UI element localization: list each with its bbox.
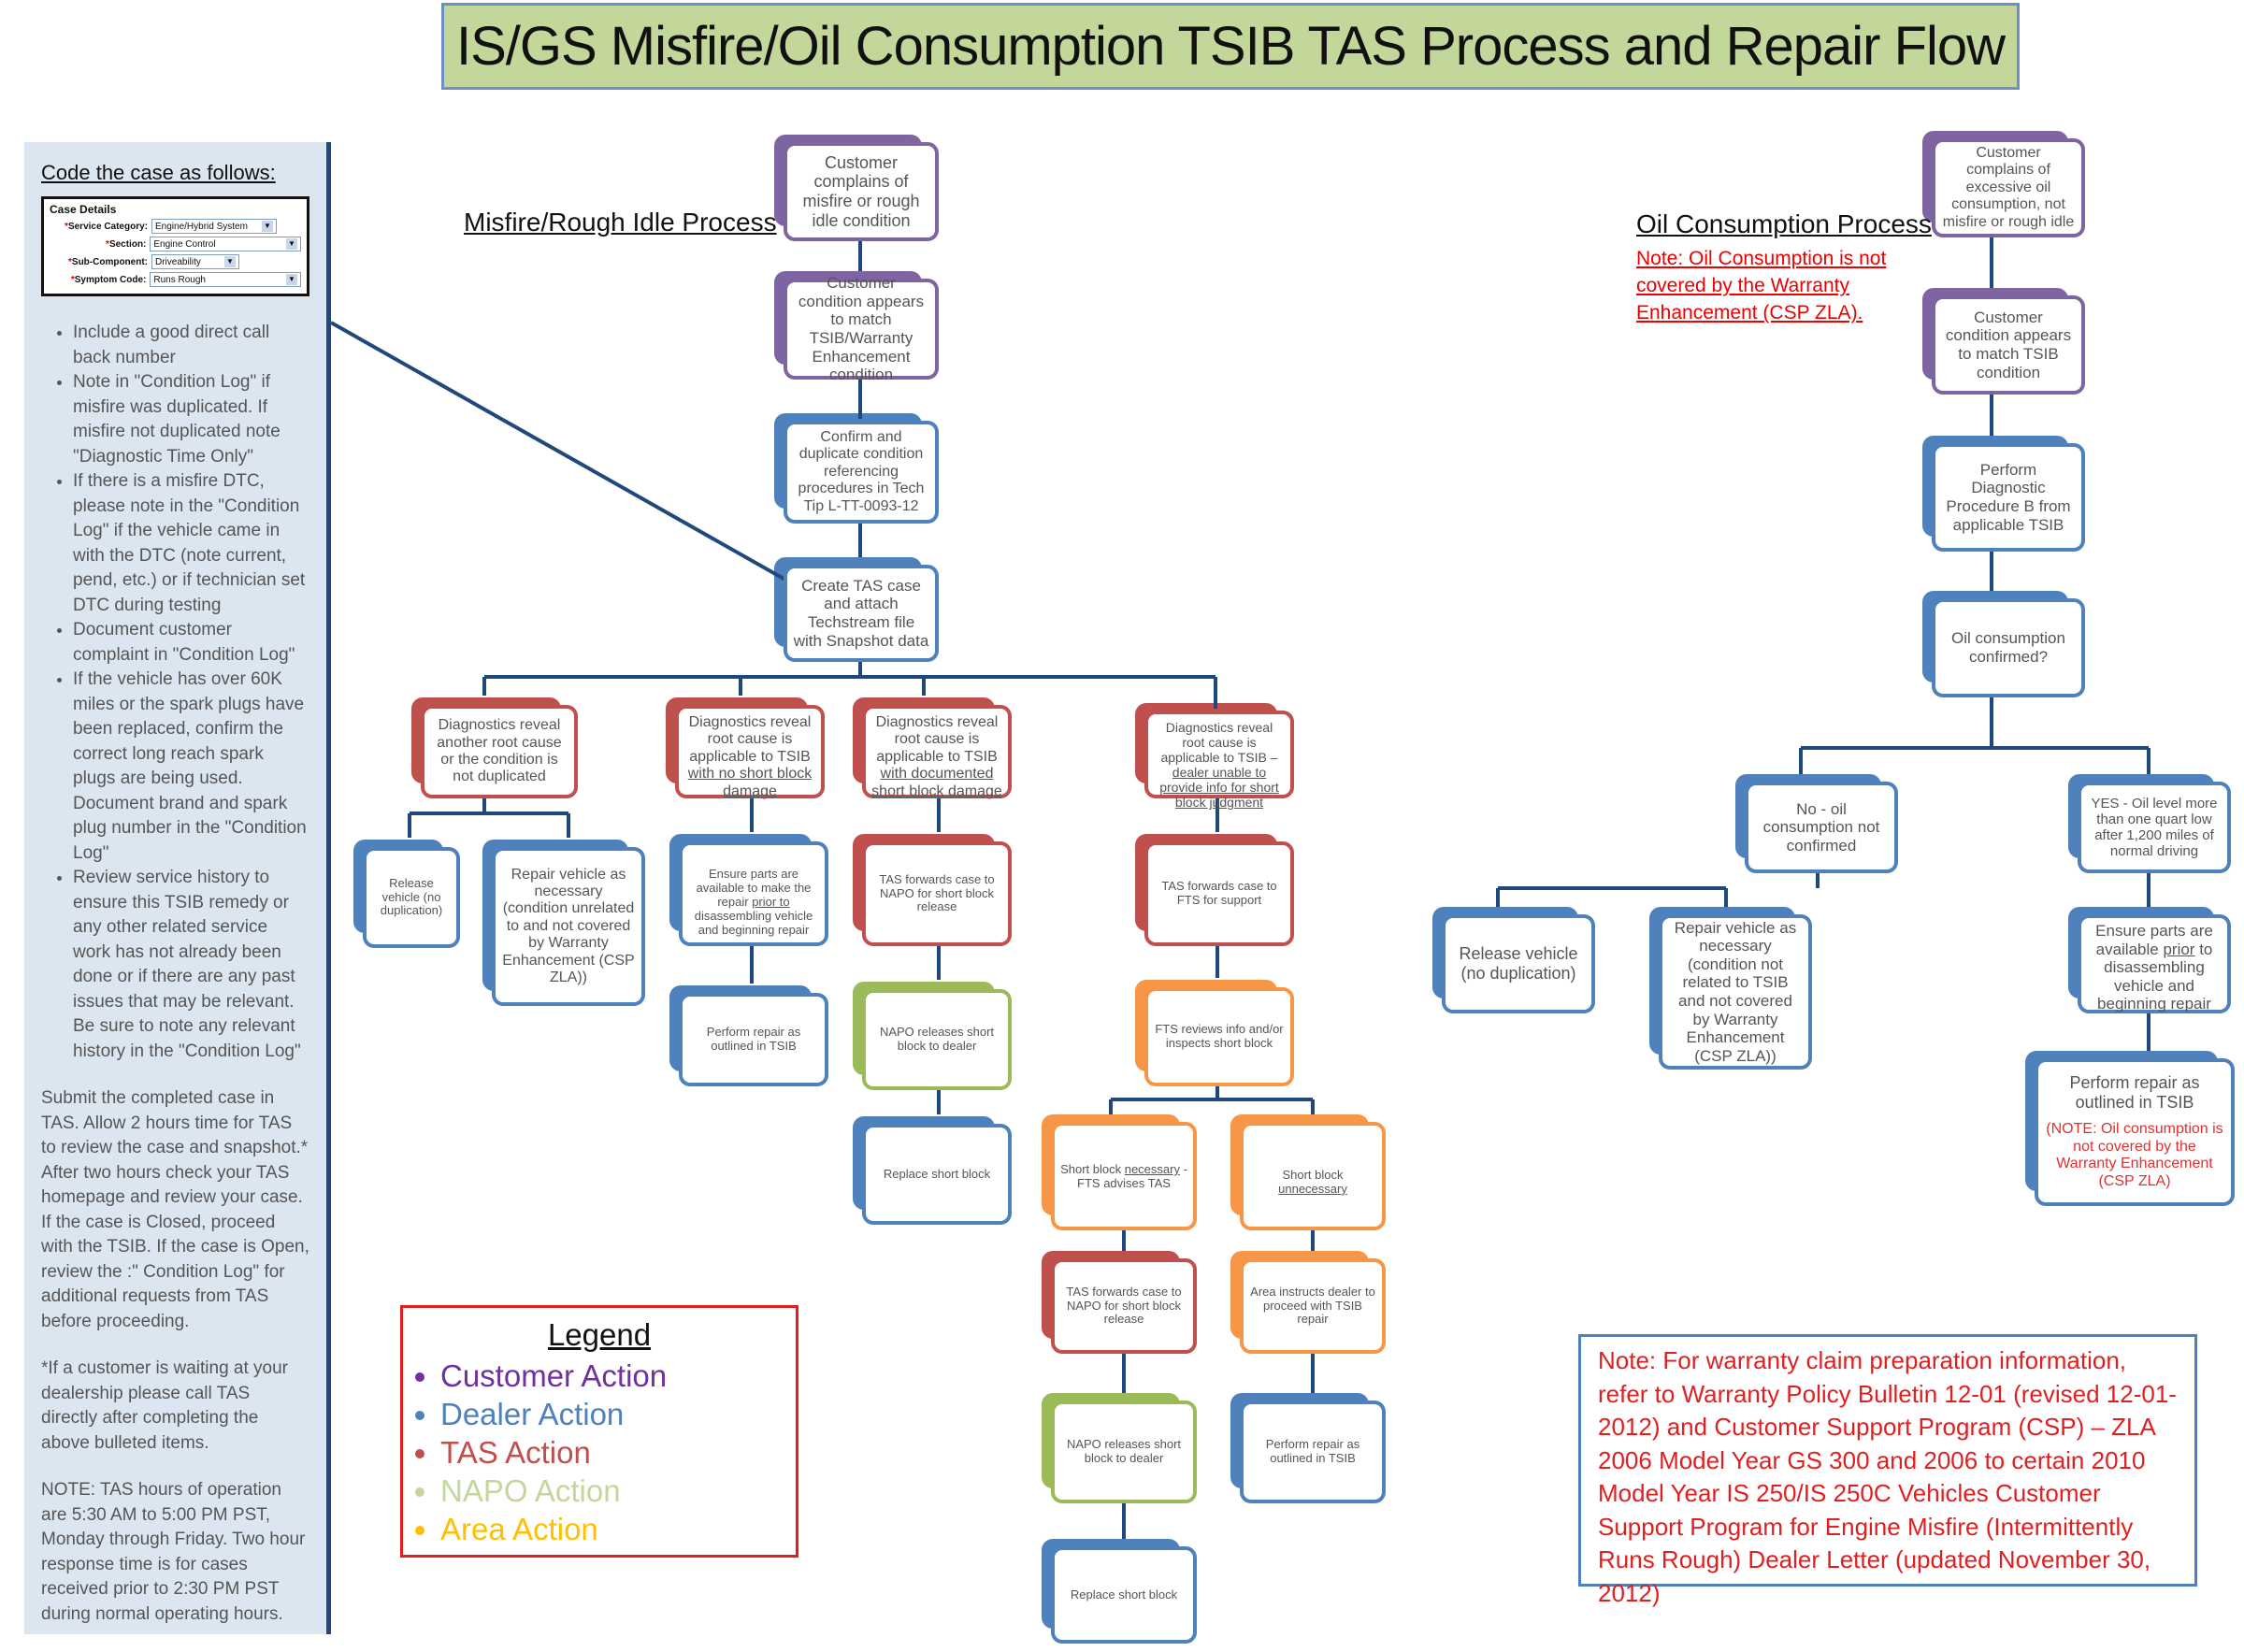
perform-repair-tsib-1: Perform repair as outlined in TSIB xyxy=(669,985,828,1086)
oil-release-vehicle: Release vehicle (no duplication) xyxy=(1432,907,1595,1013)
case-row-section: *Section: Engine Control▼ xyxy=(50,237,301,251)
legend-item-customer-action: Customer Action xyxy=(440,1357,796,1395)
diag-documented-short-block-damage: Diagnostics reveal root cause is applica… xyxy=(853,697,1012,799)
list-item: If the vehicle has over 60K miles or the… xyxy=(73,668,309,866)
sub-component-select[interactable]: Driveability▼ xyxy=(151,254,239,269)
oil-not-confirmed: No - oil consumption not confirmed xyxy=(1735,774,1898,873)
replace-short-block-2: Replace short block xyxy=(1042,1539,1197,1644)
oil-perform-repair-note: (NOTE: Oil consumption is not covered by… xyxy=(2046,1121,2223,1189)
symptom-code-select[interactable]: Runs Rough▼ xyxy=(150,272,301,287)
list-item: If there is a misfire DTC, please note i… xyxy=(73,469,309,618)
oil-perform-repair-tsib: Perform repair as outlined in TSIB(NOTE:… xyxy=(2025,1051,2235,1206)
page-title: IS/GS Misfire/Oil Consumption TSIB TAS P… xyxy=(441,3,2020,90)
legend: Legend Customer Action Dealer Action TAS… xyxy=(400,1305,798,1558)
napo-releases-short-block-1: NAPO releases short block to dealer xyxy=(853,982,1012,1090)
misfire-customer-complains: Customer complains of misfire or rough i… xyxy=(774,135,939,241)
warranty-claim-note: Note: For warranty claim preparation inf… xyxy=(1578,1334,2197,1607)
case-row-service-category: *Service Category: Engine/Hybrid System▼ xyxy=(50,219,301,234)
misfire-create-tas-case: Create TAS case and attach Techstream fi… xyxy=(774,557,939,662)
service-category-select[interactable]: Engine/Hybrid System▼ xyxy=(151,219,277,234)
case-details-form: Case Details *Service Category: Engine/H… xyxy=(41,196,309,296)
case-row-sub-component: *Sub-Component: Driveability▼ xyxy=(50,254,301,269)
chevron-down-icon: ▼ xyxy=(224,256,236,267)
case-coding-sidebar: Code the case as follows: Case Details *… xyxy=(24,142,331,1634)
replace-short-block-1: Replace short block xyxy=(853,1116,1012,1225)
oil-consumption-confirmed-question: Oil consumption confirmed? xyxy=(1922,591,2085,697)
tas-forwards-napo-1: TAS forwards case to NAPO for short bloc… xyxy=(853,834,1012,946)
list-item: Include a good direct call back number xyxy=(73,321,309,370)
legend-item-area-action: Area Action xyxy=(440,1510,796,1548)
list-item: Review service history to ensure this TS… xyxy=(73,866,309,1064)
ensure-parts-available: Ensure parts are available to make the r… xyxy=(669,834,828,946)
chevron-down-icon: ▼ xyxy=(286,238,297,250)
area-instructs-dealer: Area instructs dealer to proceed with TS… xyxy=(1230,1251,1386,1354)
oil-customer-condition: Customer condition appears to match TSIB… xyxy=(1922,288,2085,395)
list-item: Note in "Condition Log" if misfire was d… xyxy=(73,370,309,469)
legend-item-napo-action: NAPO Action xyxy=(440,1472,796,1510)
case-details-header: Case Details xyxy=(50,203,117,216)
napo-releases-short-block-2: NAPO releases short block to dealer xyxy=(1042,1393,1197,1503)
short-block-necessary: Short block necessary - FTS advises TAS xyxy=(1042,1114,1197,1230)
misfire-customer-condition: Customer condition appears to match TSIB… xyxy=(774,271,939,383)
repair-vehicle-unrelated: Repair vehicle as necessary (condition u… xyxy=(482,840,645,1006)
misfire-process-title: Misfire/Rough Idle Process xyxy=(464,208,777,237)
waiting-customer-note: *If a customer is waiting at your dealer… xyxy=(41,1358,288,1453)
submit-instructions: Submit the completed case in TAS. Allow … xyxy=(41,1088,309,1331)
diag-no-short-block-damage: Diagnostics reveal root cause is applica… xyxy=(666,697,825,799)
oil-confirmed-yes: YES - Oil level more than one quart low … xyxy=(2068,774,2231,873)
diag-dealer-unable: Diagnostics reveal root cause is applica… xyxy=(1135,703,1294,810)
oil-not-covered-note: Note: Oil Consumption is not covered by … xyxy=(1636,248,1887,323)
oil-process-title: Oil Consumption Process xyxy=(1636,209,1932,238)
tas-hours-note: NOTE: TAS hours of operation are 5:30 AM… xyxy=(41,1480,306,1624)
legend-item-tas-action: TAS Action xyxy=(440,1433,796,1472)
short-block-unnecessary: Short block unnecessary xyxy=(1230,1114,1386,1230)
section-select[interactable]: Engine Control▼ xyxy=(150,237,301,251)
legend-item-dealer-action: Dealer Action xyxy=(440,1395,796,1433)
diag-another-root-cause: Diagnostics reveal another root cause or… xyxy=(411,697,578,798)
tas-forwards-fts: TAS forwards case to FTS for support xyxy=(1135,834,1294,946)
oil-customer-complains: Customer complains of excessive oil cons… xyxy=(1922,131,2085,237)
oil-ensure-parts-available: Ensure parts are available prior to disa… xyxy=(2068,907,2231,1013)
oil-repair-vehicle: Repair vehicle as necessary (condition n… xyxy=(1649,907,1812,1070)
case-row-symptom-code: *Symptom Code: Runs Rough▼ xyxy=(50,272,301,287)
fts-reviews-short-block: FTS reviews info and/or inspects short b… xyxy=(1135,980,1294,1086)
misfire-confirm-duplicate: Confirm and duplicate condition referenc… xyxy=(774,413,939,524)
legend-title: Legend xyxy=(547,1317,652,1352)
chevron-down-icon: ▼ xyxy=(286,274,297,285)
chevron-down-icon: ▼ xyxy=(262,221,273,232)
list-item: Document customer complaint in "Conditio… xyxy=(73,618,309,668)
tas-forwards-napo-2: TAS forwards case to NAPO for short bloc… xyxy=(1042,1251,1197,1354)
perform-diagnostic-procedure-b: Perform Diagnostic Procedure B from appl… xyxy=(1922,436,2085,552)
release-vehicle-no-duplication: Release vehicle (no duplication) xyxy=(353,840,460,948)
sidebar-bullet-list: Include a good direct call back number N… xyxy=(41,321,309,1064)
sidebar-heading: Code the case as follows: xyxy=(41,161,276,184)
perform-repair-tsib-2: Perform repair as outlined in TSIB xyxy=(1230,1393,1386,1503)
